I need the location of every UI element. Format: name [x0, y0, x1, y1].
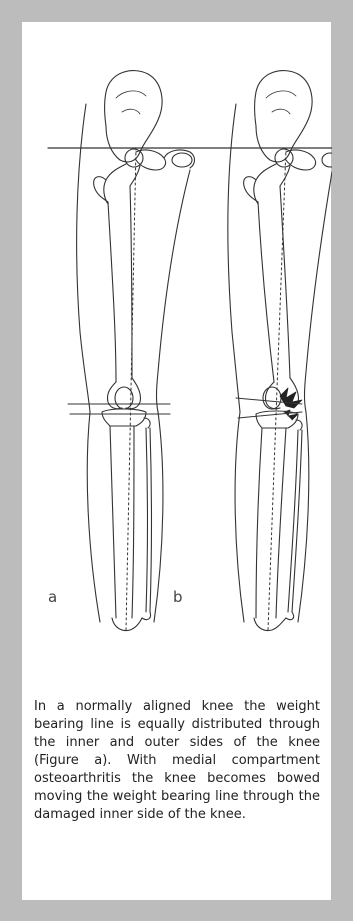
tibia-a: [110, 426, 116, 618]
figure-panel: a b In a normally aligned knee the weigh…: [22, 22, 331, 900]
obturator-foramen-b: [322, 153, 332, 167]
leg-skeleton-drawing: [40, 52, 332, 672]
knee-alignment-figure: a b: [40, 52, 332, 672]
figure-label-b: b: [173, 588, 183, 606]
leg-b-drawing: [228, 71, 332, 631]
leg-a-drawing: [68, 71, 195, 631]
tibia-b: [256, 428, 262, 618]
thigh-outline-a: [77, 104, 90, 412]
femoral-head-b: [275, 149, 293, 167]
weight-bearing-line-b: [268, 148, 286, 630]
fibula-b: [288, 430, 298, 612]
calf-outline-b: [235, 412, 244, 622]
figure-label-a: a: [48, 588, 57, 606]
femoral-head-a: [125, 149, 143, 167]
patella-a: [115, 387, 133, 409]
femur-a: [108, 202, 116, 382]
fibula-a: [146, 428, 148, 612]
figure-caption: In a normally aligned knee the weight be…: [34, 698, 320, 824]
thigh-outline-b: [228, 104, 240, 412]
obturator-foramen-a: [172, 153, 192, 167]
femur-b: [258, 202, 274, 382]
calf-outline-a: [87, 412, 100, 622]
